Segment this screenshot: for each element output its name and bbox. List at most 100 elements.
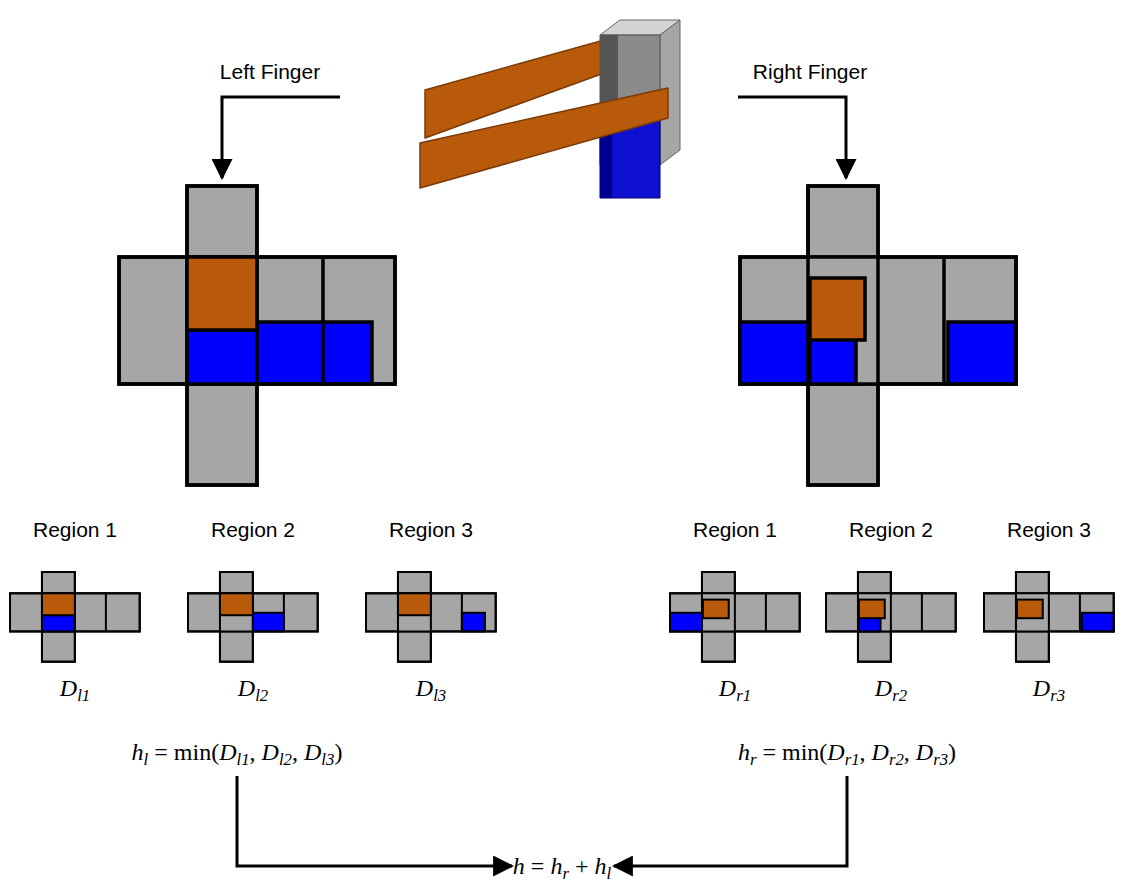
net-edge [1079, 593, 1081, 631]
net-edge [734, 593, 736, 631]
net-outline [740, 186, 1016, 485]
cube-net [119, 186, 395, 485]
net-face [10, 593, 140, 631]
net-edge [921, 593, 923, 631]
net-face [42, 572, 75, 662]
net-edge [858, 592, 891, 594]
region-label: Region 3 [1007, 518, 1091, 542]
net-face [42, 593, 75, 631]
cube-net [826, 572, 956, 662]
net-face [119, 257, 395, 384]
net-face [826, 593, 956, 631]
net-edge [1016, 630, 1049, 632]
net-face [858, 593, 891, 631]
net-outline [670, 572, 800, 662]
finger-contact [810, 278, 865, 340]
part-name: Left Finger [220, 60, 320, 84]
cube-net [984, 572, 1114, 662]
net-edge [890, 593, 892, 631]
net-edge [942, 257, 946, 384]
net-face [808, 186, 878, 485]
object-contact [462, 613, 485, 632]
net-edge [1048, 593, 1050, 631]
flow-arrow [237, 776, 512, 866]
object-contact [253, 613, 284, 632]
leader-arrow [222, 97, 340, 178]
net-face [398, 572, 431, 662]
distance-symbol: Dl3 [416, 675, 446, 702]
cube-net [366, 572, 496, 662]
net-face [398, 593, 431, 631]
object-contact [948, 322, 1016, 384]
cube-net [670, 572, 800, 662]
object-contact [670, 613, 702, 632]
net-face [188, 593, 318, 631]
finger-contact [1017, 600, 1043, 619]
leader-arrows [222, 97, 847, 866]
net-face [740, 257, 1016, 384]
net-edge [1016, 592, 1049, 594]
net-edge [702, 630, 735, 632]
net-outline [826, 572, 956, 662]
cube-net [10, 572, 140, 662]
cube-net [740, 186, 1016, 485]
finger-contact [42, 593, 75, 615]
net-edge [808, 255, 878, 259]
net-face [220, 572, 253, 662]
finger-nets [10, 186, 1114, 662]
net-face [187, 186, 257, 485]
net-outline [119, 186, 395, 485]
net-face [366, 593, 496, 631]
distance-symbol: Dr2 [875, 675, 907, 702]
net-edge [220, 630, 253, 632]
finger-contact [220, 593, 253, 615]
formula: hr = min(Dr1, Dr2, Dr3) [738, 739, 956, 766]
region-label: Region 1 [33, 518, 117, 542]
net-face [808, 257, 878, 384]
net-edge [398, 630, 431, 632]
distance-symbol: Dr1 [719, 675, 751, 702]
region-label: Region 3 [389, 518, 473, 542]
net-face [702, 593, 735, 631]
flow-arrow [614, 776, 847, 866]
object-contact [257, 322, 323, 384]
net-face [670, 593, 800, 631]
net-face [187, 257, 257, 384]
finger-contact [703, 600, 729, 619]
object-contact [740, 322, 808, 384]
net-face [1016, 593, 1049, 631]
net-edge [702, 592, 735, 594]
gripper-illustration [420, 20, 680, 198]
net-face [858, 572, 891, 662]
net-face [220, 593, 253, 631]
part-name: Right Finger [753, 60, 867, 84]
distance-symbol: Dl2 [238, 675, 268, 702]
finger-contact [398, 593, 431, 615]
net-outline [984, 572, 1114, 662]
cube-net [188, 572, 318, 662]
net-face [1016, 572, 1049, 662]
net-edge [876, 257, 880, 384]
object-contact [187, 330, 257, 384]
finger-contact [187, 257, 257, 330]
object-contact [1082, 613, 1114, 632]
distance-symbol: Dl1 [60, 675, 90, 702]
net-outline [188, 572, 318, 662]
net-edge [765, 593, 767, 631]
object-contact [42, 615, 75, 631]
lower-finger [420, 88, 668, 188]
net-face [702, 572, 735, 662]
formula: hl = min(Dl1, Dl2, Dl3) [132, 739, 343, 766]
net-edge [105, 593, 107, 631]
region-label: Region 1 [693, 518, 777, 542]
object-contact [323, 322, 372, 384]
finger-contact [859, 600, 885, 619]
net-face [984, 593, 1114, 631]
formula: h = hr + hl [513, 853, 611, 880]
net-outline [366, 572, 496, 662]
region-label: Region 2 [211, 518, 295, 542]
distance-symbol: Dr3 [1033, 675, 1065, 702]
net-outline [10, 572, 140, 662]
region-label: Region 2 [849, 518, 933, 542]
